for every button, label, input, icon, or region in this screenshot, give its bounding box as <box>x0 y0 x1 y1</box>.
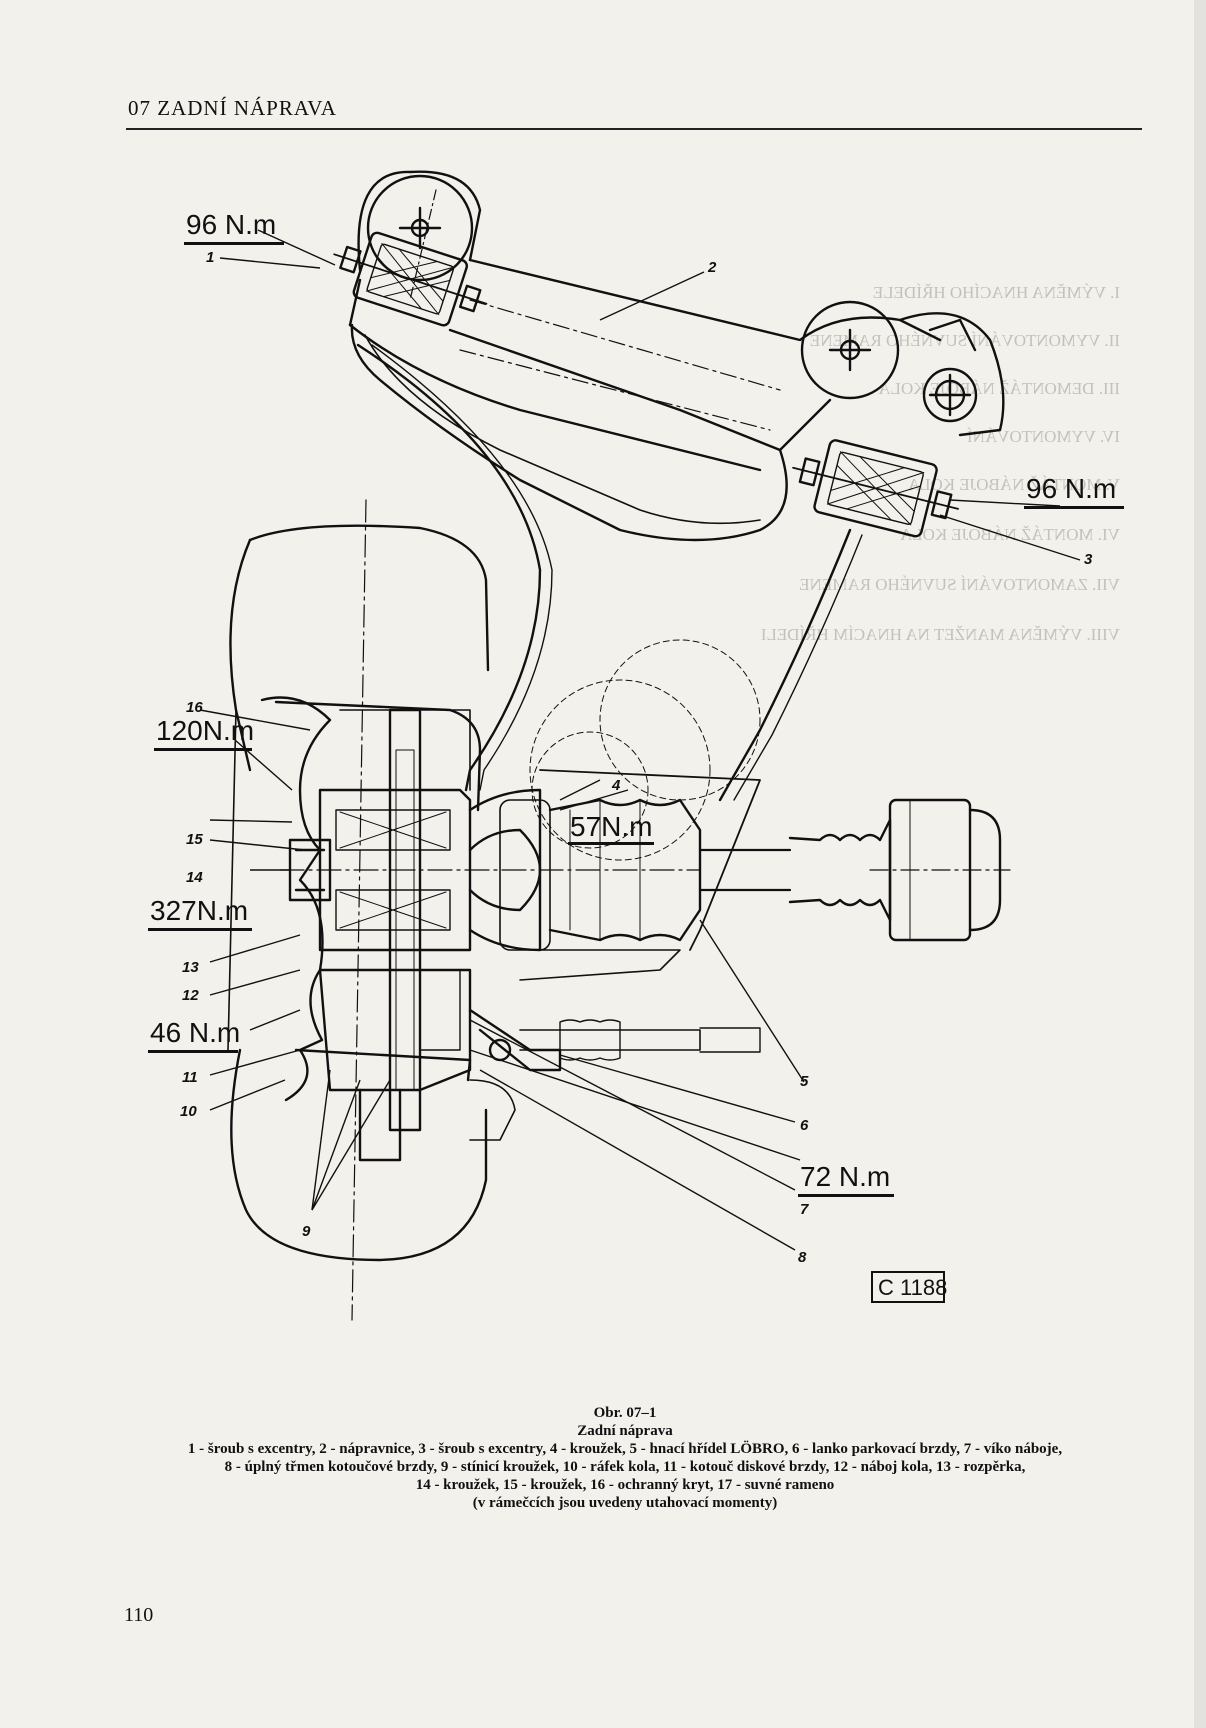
bushing-3 <box>792 439 959 538</box>
caliper-body <box>318 968 472 1092</box>
callout-4: 4 <box>611 777 621 794</box>
upper-pivot-circle <box>366 174 474 282</box>
bushing-1 <box>333 231 488 327</box>
ghost-line-5: V. MONTÁŽ NÁBOJE KOLA <box>907 475 1120 494</box>
callout-15: 15 <box>186 831 203 848</box>
figure-code-box: C 1188 <box>871 1271 947 1303</box>
upper-pivot-lug <box>357 170 482 272</box>
callout-11: 11 <box>182 1069 198 1086</box>
bleed-through-text: I. VÝMĚNA HNACÍHO HŘÍDELE II. VYMONTOVÁN… <box>760 283 1120 644</box>
trailing-arm-inner <box>448 328 832 452</box>
caption-note: (v rámečcích jsou uvedeny utahovací mome… <box>472 1495 778 1511</box>
figure-caption: Obr. 07–1 Zadní náprava 1 - šroub s exce… <box>110 1404 1140 1512</box>
trailing-arm-top <box>468 258 942 342</box>
ghost-line-2: II. VYMONTOVÁNÍ SUVNÉHO RAMENE <box>810 331 1120 350</box>
torque-label-57: 57N.m <box>570 811 652 842</box>
torque-label-96-top: 96 N.m <box>186 209 276 240</box>
callout-10: 10 <box>180 1103 197 1120</box>
callout-16: 16 <box>186 699 203 716</box>
page-edge <box>1194 0 1206 1728</box>
callout-14: 14 <box>186 869 203 886</box>
ghost-line-4: IV. VYMONTOVÁNÍ <box>967 427 1120 446</box>
torque-label-72: 72 N.m <box>800 1161 890 1192</box>
callout-8: 8 <box>798 1249 807 1266</box>
wheel-centerline <box>351 499 367 1321</box>
torque-label-120: 120N.m <box>156 715 254 746</box>
torque-label-327: 327N.m <box>150 895 248 926</box>
callout-2: 2 <box>707 259 717 276</box>
caption-legend-line-1: 1 - šroub s excentry, 2 - nápravnice, 3 … <box>187 1441 1063 1457</box>
caption-subtitle: Zadní náprava <box>577 1423 673 1439</box>
caption-title: Obr. 07–1 <box>593 1405 657 1421</box>
callout-numbers: 1 2 3 4 5 6 7 8 9 10 11 12 13 14 15 16 <box>180 249 1093 1266</box>
callout-9: 9 <box>302 1223 311 1240</box>
header-rule <box>126 128 1142 130</box>
technical-drawing: I. VÝMĚNA HNACÍHO HŘÍDELE II. VYMONTOVÁN… <box>148 170 1124 1321</box>
torque-label-96-rear: 96 N.m <box>1026 473 1116 504</box>
brake-line-right <box>718 528 852 802</box>
ghost-line-3: III. DEMONTÁŽ NÁBOJE KOLA <box>878 379 1120 398</box>
rear-axle-drawing: I. VÝMĚNA HNACÍHO HŘÍDELE II. VYMONTOVÁN… <box>0 150 1206 1390</box>
callout-6: 6 <box>800 1117 809 1134</box>
brake-line-left <box>356 343 542 792</box>
parking-cable <box>519 1029 701 1051</box>
ghost-line-6: VI. MONTÁŽ NÁBOJE KOLA <box>899 525 1120 544</box>
ghost-line-7: VII. ZAMONTOVÁNÍ SUVNÉHO RAMENE <box>799 575 1120 594</box>
ghost-line-8: VIII. VÝMĚNA MANŽET NA HNACÍM HŘÍDELI <box>760 625 1120 644</box>
arm-lower-edge <box>350 323 788 542</box>
callout-5: 5 <box>800 1073 809 1090</box>
cv-boot-inner <box>548 798 702 942</box>
leader-lines <box>199 229 1081 1251</box>
rear-pivot-circle <box>800 300 900 400</box>
callout-7: 7 <box>800 1201 809 1218</box>
caption-legend-line-2: 8 - úplný třmen kotoučové brzdy, 9 - stí… <box>224 1459 1026 1475</box>
hub-body <box>318 788 472 952</box>
torque-label-46: 46 N.m <box>150 1017 240 1048</box>
caption-legend-line-3: 14 - kroužek, 15 - kroužek, 16 - ochrann… <box>415 1477 835 1493</box>
page-number: 110 <box>124 1604 154 1626</box>
drive-shaft <box>698 848 792 892</box>
brake-disc <box>388 708 422 1132</box>
tire-top <box>248 524 490 672</box>
ghost-line-1: I. VÝMĚNA HNACÍHO HŘÍDELE <box>873 283 1120 302</box>
figure-code: C 1188 <box>878 1275 947 1300</box>
torque-labels: 96 N.m 96 N.m 120N.m 57N.m 327N.m 46 N.m… <box>148 209 1124 1197</box>
callout-3: 3 <box>1084 551 1093 568</box>
callout-12: 12 <box>182 987 199 1004</box>
callout-13: 13 <box>182 959 199 976</box>
callout-1: 1 <box>206 249 214 266</box>
chapter-header: 07 ZADNÍ NÁPRAVA <box>128 96 337 120</box>
rim-profile <box>260 696 332 1102</box>
tire-bottom <box>230 1048 488 1262</box>
